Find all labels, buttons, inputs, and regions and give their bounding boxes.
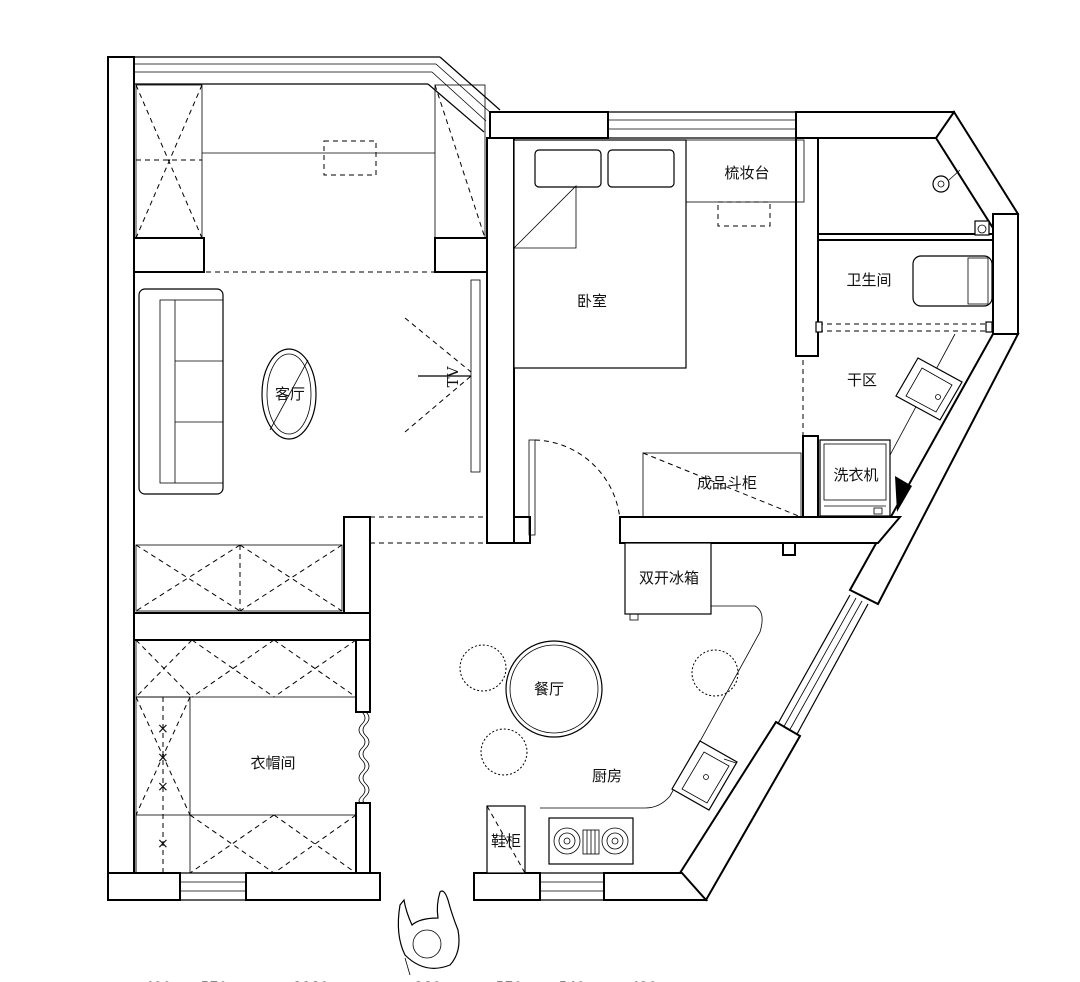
coffee-table [261,348,317,440]
label-dry-area: 干区 [847,371,877,389]
person-figure [397,890,460,976]
label-washer: 洗衣机 [833,466,878,484]
label-shoe-cabinet: 鞋柜 [491,832,521,850]
tv-unit [404,279,481,473]
label-kitchen: 厨房 [592,767,622,785]
bathroom-fixtures [815,169,993,333]
dining-table [459,640,739,776]
dressing-table [685,139,805,227]
svg-text:×: × [157,779,169,795]
svg-text:×: × [157,721,169,737]
dimension-label: 570 [496,980,523,982]
living-room-lower-cabinet [135,516,487,612]
exterior-walls [107,56,1020,902]
dimension-labels: 490 570 1180 280 570 540 420 [145,980,658,982]
shoe-cabinet [486,805,526,874]
kitchen-counter [540,605,763,811]
dimension-label: 420 [631,980,658,982]
cloakroom-wardrobes: × × × × [135,639,370,874]
stove [548,817,634,865]
svg-text:×: × [157,836,169,852]
label-bedroom: 卧室 [577,292,607,310]
svg-text:×: × [157,750,169,766]
label-tv: TV [444,365,462,387]
room-labels: 梳妆台 卫生间 卧室 客厅 TV 干区 成品斗柜 洗衣机 双开冰箱 餐厅 衣帽间… [250,164,891,850]
dimension-label: 280 [415,980,442,982]
bed [513,139,687,369]
label-dining: 餐厅 [534,680,564,698]
label-dressing-table: 梳妆台 [724,164,769,182]
dimension-label: 490 [145,980,172,982]
washing-machine [819,439,912,517]
dry-area-sink [802,333,963,471]
fridge [624,542,712,621]
interior-walls [133,137,994,874]
label-living-room: 客厅 [275,385,305,403]
dimension-label: 570 [201,980,228,982]
living-room-cabinets-top [134,84,487,273]
chest-cabinet [642,452,802,518]
dimension-label: 1180 [293,980,329,982]
label-bathroom: 卫生间 [846,271,891,289]
label-cloakroom: 衣帽间 [250,754,295,772]
sofa [138,288,224,495]
label-fridge: 双开冰箱 [639,569,699,587]
label-chest-cabinet: 成品斗柜 [697,474,757,492]
dimension-label: 540 [559,980,586,982]
bedroom-door [528,439,621,536]
